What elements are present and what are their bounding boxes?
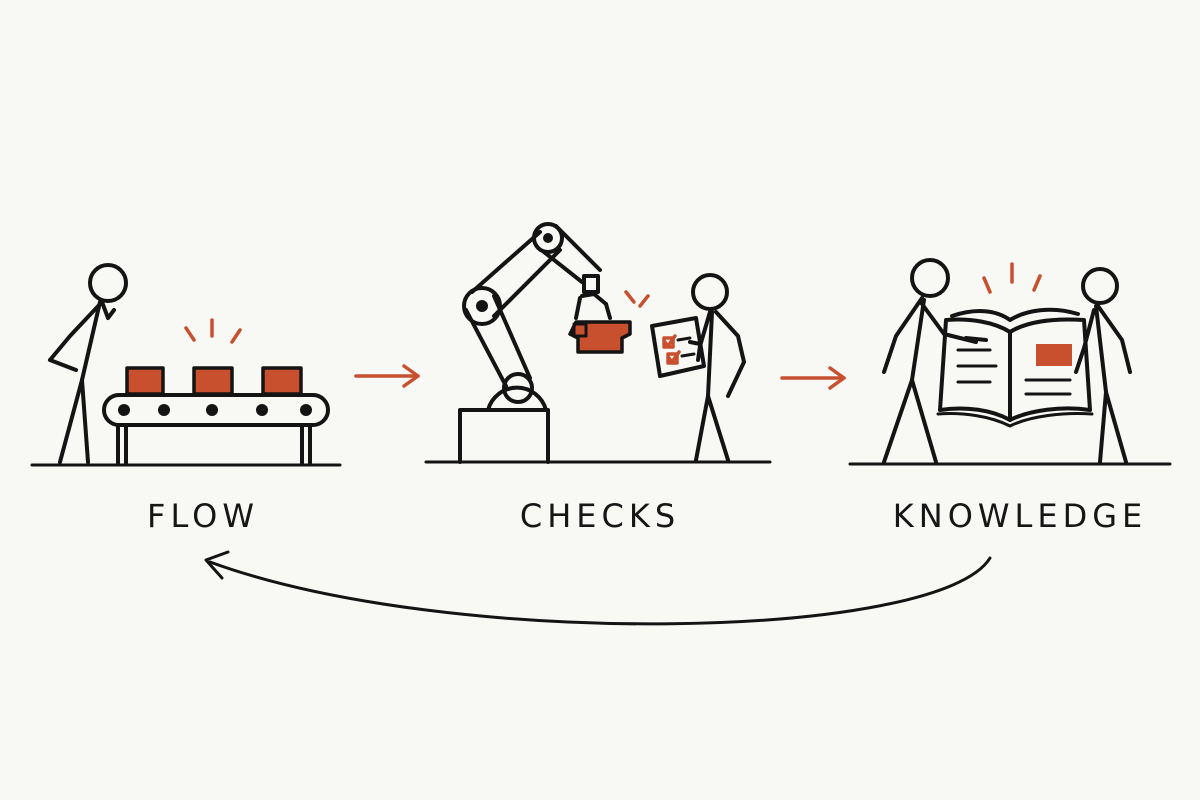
arrow-flow-to-checks: [354, 364, 420, 388]
checklist-icon: [650, 316, 706, 378]
conveyor-box: [125, 366, 165, 396]
conveyor-box: [261, 366, 303, 396]
teacher-person: [882, 258, 988, 464]
stage-label-checks: CHECKS: [519, 497, 681, 535]
stage-knowledge-illustration: [848, 258, 1172, 466]
stage-checks-illustration: [424, 222, 772, 464]
checker-person: [650, 273, 746, 462]
person-head: [1081, 267, 1119, 305]
feedback-loop-arrow: [204, 550, 992, 626]
attention-lines: [982, 262, 1042, 294]
conveyor-belt: [102, 393, 330, 466]
conveyor-box: [192, 366, 234, 396]
arrow-checks-to-knowledge: [780, 366, 846, 390]
person-head: [691, 273, 729, 311]
inspector-person: [48, 263, 128, 464]
stage-flow-illustration: [30, 263, 342, 467]
person-head: [88, 263, 128, 303]
open-book-icon: [936, 307, 1094, 428]
stage-label-flow: FLOW: [147, 497, 259, 535]
attention-lines: [184, 318, 242, 344]
robot-arm-icon: [458, 222, 650, 464]
person-head: [910, 258, 950, 298]
learner-person: [1074, 267, 1132, 464]
stage-label-knowledge: KNOWLEDGE: [892, 497, 1148, 535]
